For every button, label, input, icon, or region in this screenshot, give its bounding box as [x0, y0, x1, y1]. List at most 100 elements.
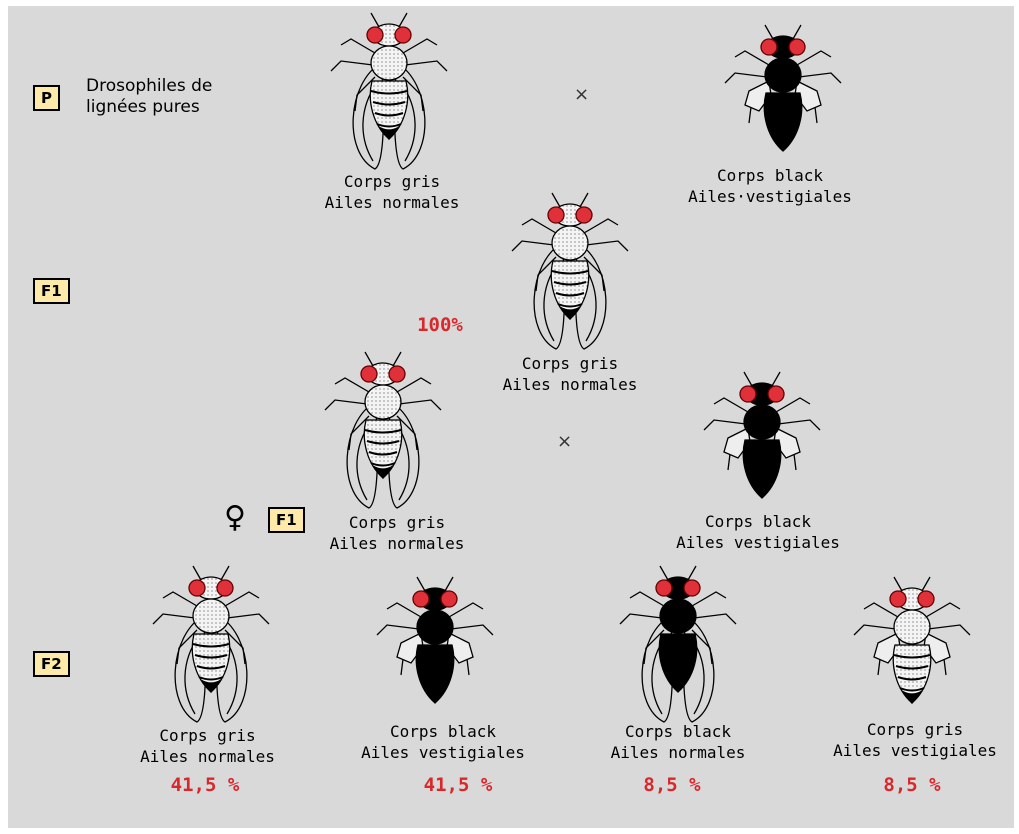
- f1-percent: 100%: [385, 314, 495, 336]
- testcross-female-line1: Corps gris: [302, 512, 492, 533]
- eye-right: [768, 386, 784, 402]
- fly-drawing: [377, 577, 493, 703]
- f2-1-line1: Corps gris: [110, 725, 305, 746]
- leg: [325, 400, 367, 410]
- generation-f1-label: F1: [33, 278, 70, 304]
- f2-2-line1: Corps black: [343, 721, 543, 742]
- leg: [928, 625, 970, 635]
- testcross-male-line2: Ailes vestigiales: [648, 532, 868, 553]
- f2-percent-2: 41,5 %: [393, 774, 523, 796]
- f2-percent-3: 8,5 %: [612, 774, 732, 796]
- leg: [399, 400, 441, 410]
- eye-left: [413, 591, 429, 607]
- thorax: [371, 46, 407, 80]
- leg: [725, 73, 767, 83]
- eye-left: [367, 27, 383, 43]
- parent-gray-line1: Corps gris: [312, 171, 472, 192]
- eye-right: [789, 39, 805, 55]
- eye-left: [189, 580, 205, 596]
- fly-drawing: [153, 566, 269, 722]
- thorax: [744, 405, 780, 439]
- abdomen: [659, 634, 696, 692]
- eye-right: [441, 591, 457, 607]
- leg: [778, 420, 820, 430]
- leg: [227, 614, 269, 624]
- leg: [854, 625, 896, 635]
- testcross-female-line2: Ailes normales: [302, 533, 492, 554]
- female-symbol: ♀: [224, 500, 246, 535]
- leg: [586, 241, 628, 251]
- eye-left: [761, 39, 777, 55]
- fly-testcross-male: [702, 372, 822, 492]
- parent-gray-line2: Ailes normales: [312, 192, 472, 213]
- leg: [331, 61, 373, 71]
- fly-testcross-female: [323, 352, 443, 512]
- f1-label: Corps gris Ailes normales: [480, 353, 660, 395]
- cross-symbol: ×: [574, 84, 589, 105]
- fly-f2-gray-normal: [151, 566, 271, 726]
- fly-drawing: [725, 25, 841, 151]
- f2-1-line2: Ailes normales: [110, 746, 305, 767]
- thorax: [894, 610, 930, 644]
- parent-black-line1: Corps black: [670, 165, 870, 186]
- eye-right: [684, 580, 700, 596]
- f2-4-line1: Corps gris: [815, 719, 1015, 740]
- fly-gray-normal-parent: [329, 13, 449, 173]
- eye-left: [361, 366, 377, 382]
- eye-left: [890, 591, 906, 607]
- eye-left: [656, 580, 672, 596]
- f2-label-4: Corps gris Ailes vestigiales: [815, 719, 1015, 761]
- f2-label-3: Corps black Ailes normales: [578, 721, 778, 763]
- testcross-cross-symbol: ×: [557, 431, 572, 452]
- abdomen: [743, 440, 780, 498]
- fly-drawing: [620, 566, 736, 722]
- f1-line1: Corps gris: [480, 353, 660, 374]
- fly-black-vestigial-parent: [723, 25, 843, 145]
- leg: [512, 241, 554, 251]
- thorax: [193, 599, 229, 633]
- fly-drawing: [325, 352, 441, 508]
- thorax: [552, 226, 588, 260]
- f2-2-line2: Ailes vestigiales: [343, 742, 543, 763]
- eye-right: [217, 580, 233, 596]
- abdomen: [416, 645, 453, 703]
- thorax: [765, 58, 801, 92]
- fly-f2-black-vestigial: [375, 577, 495, 697]
- leg: [377, 625, 419, 635]
- f2-3-line2: Ailes normales: [578, 742, 778, 763]
- leg: [620, 614, 662, 624]
- thorax: [660, 599, 696, 633]
- eye-left: [548, 207, 564, 223]
- thorax: [417, 610, 453, 644]
- eye-right: [389, 366, 405, 382]
- eye-right: [395, 27, 411, 43]
- fly-drawing: [854, 577, 970, 703]
- thorax: [365, 385, 401, 419]
- testcross-male-line1: Corps black: [648, 511, 868, 532]
- fly-f2-gray-vestigial: [852, 577, 972, 697]
- generation-f2-label: F2: [33, 651, 70, 677]
- f2-percent-4: 8,5 %: [852, 774, 972, 796]
- abdomen: [764, 93, 801, 151]
- testcross-female-label: Corps gris Ailes normales: [302, 512, 492, 554]
- leg: [799, 73, 841, 83]
- parent-gray-label: Corps gris Ailes normales: [312, 171, 472, 213]
- f2-3-line1: Corps black: [578, 721, 778, 742]
- fly-drawing: [704, 372, 820, 498]
- fly-f2-black-normal: [618, 566, 738, 726]
- leg: [405, 61, 447, 71]
- parent-black-line2: Ailes·vestigiales: [670, 186, 870, 207]
- eye-right: [576, 207, 592, 223]
- f1-line2: Ailes normales: [480, 374, 660, 395]
- f2-label-1: Corps gris Ailes normales: [110, 725, 305, 767]
- leg: [704, 420, 746, 430]
- f2-percent-1: 41,5 %: [140, 774, 270, 796]
- parents-caption: Drosophiles de lignées pures: [86, 76, 212, 118]
- f2-4-line2: Ailes vestigiales: [815, 740, 1015, 761]
- fly-f1: [510, 193, 630, 353]
- leg: [153, 614, 195, 624]
- eye-right: [918, 591, 934, 607]
- leg: [694, 614, 736, 624]
- generation-p-label: P: [33, 85, 60, 111]
- f2-label-2: Corps black Ailes vestigiales: [343, 721, 543, 763]
